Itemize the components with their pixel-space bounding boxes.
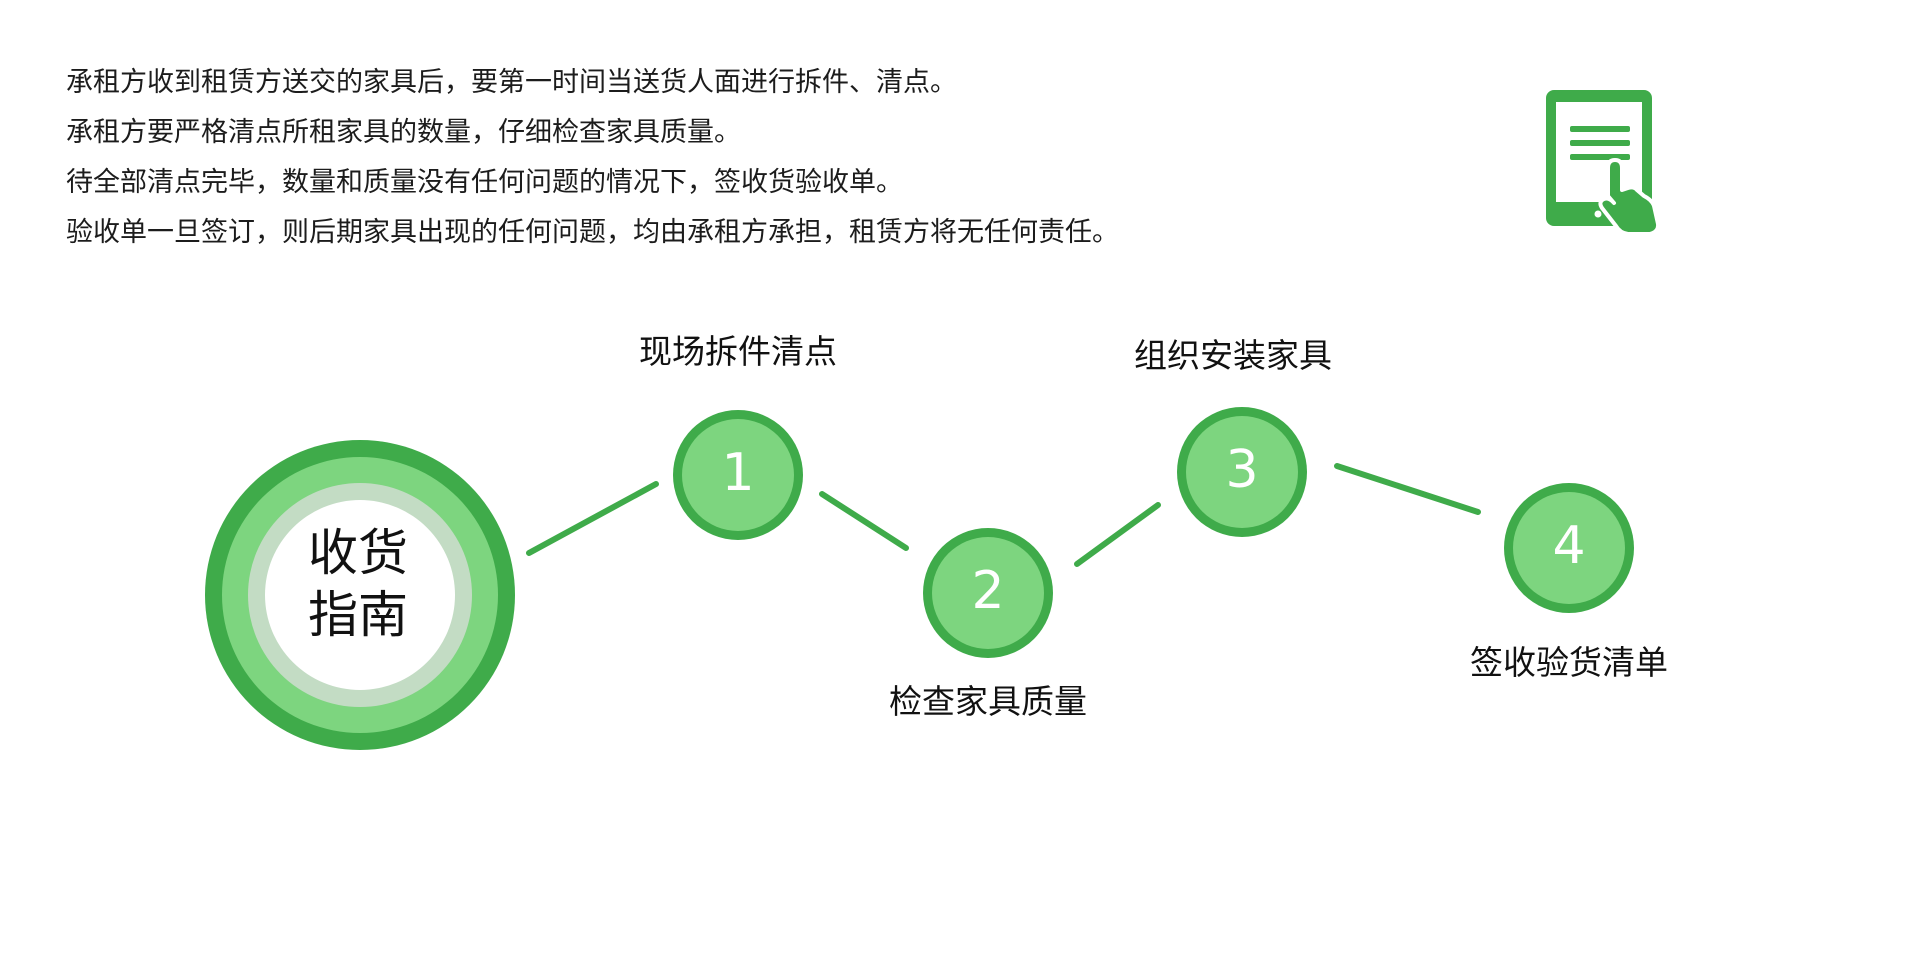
connector-hub-1	[526, 481, 659, 556]
step-circle-1	[673, 410, 803, 540]
step-number-1: 1	[721, 443, 755, 503]
intro-line-2: 承租方要严格清点所租家具的数量，仔细检查家具质量。	[66, 117, 741, 148]
connector-1-2	[819, 491, 909, 551]
step-number-2: 2	[971, 561, 1005, 621]
intro-line-1: 承租方收到租赁方送交的家具后，要第一时间当送货人面进行拆件、清点。	[66, 67, 957, 98]
hub-circle	[205, 440, 515, 750]
step-number-4: 4	[1552, 516, 1586, 576]
tablet-touch-icon	[1546, 90, 1661, 236]
step-label-4: 签收验货清单	[1470, 643, 1668, 682]
step-label-3: 组织安装家具	[1134, 336, 1332, 375]
step-number-3: 3	[1225, 440, 1259, 500]
connector-3-4	[1334, 463, 1481, 515]
hub-title-line-2: 指南	[308, 586, 408, 644]
intro-line-3: 待全部清点完毕，数量和质量没有任何问题的情况下，签收货验收单。	[66, 167, 903, 198]
step-circle-2	[923, 528, 1053, 658]
intro-line-4: 验收单一旦签订，则后期家具出现的任何问题，均由承租方承担，租赁方将无任何责任。	[66, 217, 1119, 248]
connector-2-3	[1074, 502, 1161, 567]
step-label-1: 现场拆件清点	[639, 332, 837, 371]
step-circle-4	[1504, 483, 1634, 613]
hub-title: 收货 指南	[258, 522, 458, 646]
step-circle-3	[1177, 407, 1307, 537]
step-label-2: 检查家具质量	[889, 682, 1087, 721]
hub-title-line-1: 收货	[308, 524, 408, 582]
intro-text: 承租方收到租赁方送交的家具后，要第一时间当送货人面进行拆件、清点。 承租方要严格…	[66, 58, 1366, 258]
